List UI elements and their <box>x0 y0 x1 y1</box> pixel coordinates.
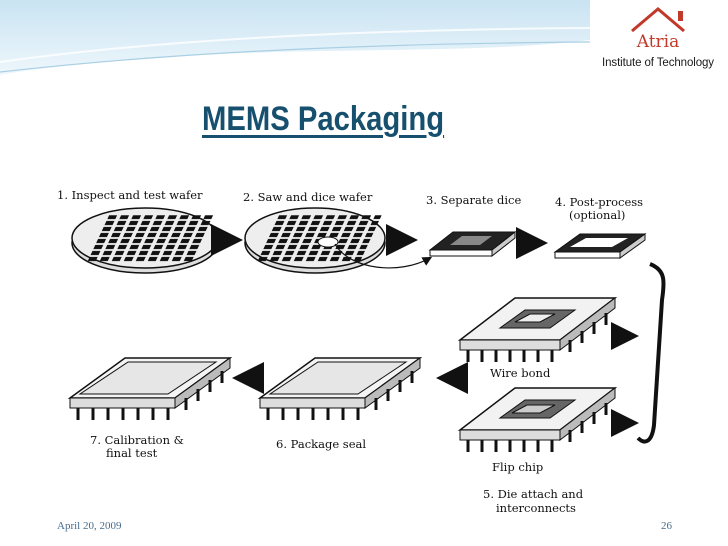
logo-mark: Atria <box>631 7 685 52</box>
step-7-label: 7. Calibration & <box>90 433 184 447</box>
step-4-optional-label: (optional) <box>569 208 626 222</box>
packaging-process-diagram <box>67 207 666 452</box>
wire-bond-package <box>457 296 618 362</box>
bracket <box>636 262 666 444</box>
institute-logo: Atria Institute of Technology <box>588 5 728 75</box>
flip-chip-package <box>457 386 618 452</box>
step-5-label: 5. Die attach and <box>483 487 584 501</box>
separated-die <box>428 230 517 258</box>
calibrated-package <box>67 357 233 420</box>
step-6-label: 6. Package seal <box>276 437 367 451</box>
step-4-label: 4. Post-process <box>555 195 644 209</box>
slide-number: 26 <box>661 520 672 532</box>
header-band <box>0 0 591 75</box>
step-3-label: 3. Separate dice <box>426 193 522 207</box>
post-processed-die <box>553 233 647 259</box>
logo-subtitle: Institute of Technology <box>602 57 714 69</box>
step-5-sub-label: interconnects <box>496 501 576 515</box>
footer-date: April 20, 2009 <box>57 520 122 532</box>
die-pointer <box>334 243 433 269</box>
sealed-package <box>257 357 423 420</box>
step-1-label: 1. Inspect and test wafer <box>57 188 203 202</box>
logo-brand: Atria <box>636 32 680 52</box>
wire-bond-label: Wire bond <box>490 366 551 380</box>
step-2-label: 2. Saw and dice wafer <box>243 190 373 204</box>
flip-chip-label: Flip chip <box>492 460 544 474</box>
page-title: MEMS Packaging <box>202 100 445 138</box>
wafer-inspected <box>71 207 219 274</box>
wafer-diced <box>244 207 386 274</box>
step-7-sub-label: final test <box>106 446 158 460</box>
